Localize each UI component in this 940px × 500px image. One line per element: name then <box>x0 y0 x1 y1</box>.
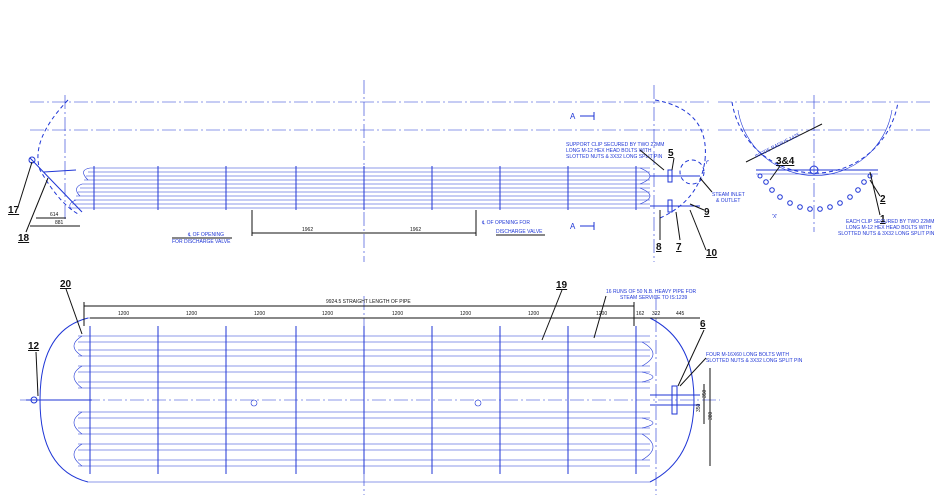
discharge-rod-left <box>29 157 83 213</box>
balloon-9: 9 <box>704 207 710 218</box>
note-opening-right-2: DISCHARGE VALVE <box>496 229 543 235</box>
vessel-right-head <box>654 99 706 219</box>
opening-marker-left <box>250 399 258 407</box>
note-opening-left-2: FOR DISCHARGE VALVE <box>172 239 231 245</box>
rod-brace <box>43 169 77 173</box>
note-support-clip-1: SUPPORT CLIP SECURED BY TWO 22MM <box>566 142 664 148</box>
dim-span-1: 1200 <box>118 311 129 317</box>
note-steam-inlet-2: & OUTLET <box>716 198 740 204</box>
vessel-left-head <box>37 99 81 216</box>
note-opening-right-1: ℄ OF OPENING FOR <box>481 220 530 226</box>
detail-circle-y <box>679 159 705 185</box>
dim-350-a: 350 <box>702 389 708 398</box>
balloon-18: 18 <box>18 233 30 244</box>
outlet-flange <box>667 199 673 213</box>
dim-span-2: 1200 <box>186 311 197 317</box>
balloon-20: 20 <box>60 279 72 290</box>
dim-614: 614 <box>50 212 59 218</box>
balloon-17: 17 <box>8 205 20 216</box>
inlet-flange <box>667 169 673 183</box>
section-view-a-a: INSIDE RADIUS 1425 3&4 2 1 EACH CLIP SEC… <box>718 95 935 237</box>
balloon-10: 10 <box>706 248 718 259</box>
view-label-y: 'Y' <box>704 160 709 166</box>
note-long-bolts-1: FOUR M-16X60 LONG BOLTS WITH <box>706 352 789 358</box>
balloon-12: 12 <box>28 341 40 352</box>
top-elevation-view: A A 614 881 1962 1962 ℄ OF OPENING FOR D… <box>8 80 745 262</box>
dim-881: 881 <box>55 220 64 226</box>
section-mark-bottom-label: A <box>570 222 576 231</box>
balloon-1: 1 <box>880 214 886 225</box>
balloon-5: 5 <box>668 148 674 159</box>
note-runs-2: STEAM SERVICE TO IS:1239 <box>620 295 687 301</box>
dim-162: 162 <box>636 311 645 317</box>
dim-322: 322 <box>652 311 661 317</box>
plan-flange <box>671 385 678 415</box>
balloon-6: 6 <box>700 319 706 330</box>
balloon-8: 8 <box>656 242 662 253</box>
note-long-bolts-2: SLOTTED NUTS & 3X32 LONG SPLIT PIN <box>706 358 803 364</box>
dim-span-5: 1200 <box>392 311 403 317</box>
balloon-19: 19 <box>556 280 568 291</box>
inside-radius-leader <box>745 123 823 163</box>
dim-1962-a: 1962 <box>302 227 313 233</box>
plan-supports <box>89 326 637 474</box>
view-label-x: 'X' <box>772 214 777 220</box>
dim-span-8: 1200 <box>596 311 607 317</box>
note-each-clip-3: SLOTTED NUTS & 3X32 LONG SPLIT PIN <box>838 231 935 237</box>
balloon-3-4: 3&4 <box>776 156 795 167</box>
dim-350-b: 350 <box>696 403 702 412</box>
dim-span-4: 1200 <box>322 311 333 317</box>
dim-1962-b: 1962 <box>410 227 421 233</box>
note-runs-1: 16 RUNS OF 50 N.B. HEAVY PIPE FOR <box>606 289 697 295</box>
dim-span-6: 1200 <box>460 311 471 317</box>
note-each-clip-1: EACH CLIP SECURED BY TWO 22MM <box>846 219 934 225</box>
pipe-bundle-elevation <box>69 166 651 211</box>
dim-380: 380 <box>708 411 714 420</box>
section-vessel-arc <box>731 101 899 174</box>
note-opening-left-1: ℄ OF OPENING <box>187 232 224 238</box>
balloon-2: 2 <box>880 194 886 205</box>
note-steam-inlet-1: STEAM INLET <box>712 192 745 198</box>
balloon-7: 7 <box>676 242 682 253</box>
plan-shell-right <box>649 317 695 483</box>
dim-445: 445 <box>676 311 685 317</box>
note-each-clip-2: LONG M-12 HEX HEAD BOLTS WITH <box>846 225 932 231</box>
bottom-plan-view: 9924.5 STRAIGHT LENGTH OF PIPE 1200 1200… <box>20 279 803 495</box>
section-pipe-circles <box>757 173 873 212</box>
dim-straight-length: 9924.5 STRAIGHT LENGTH OF PIPE <box>326 299 411 305</box>
section-mark-top-label: A <box>570 112 576 121</box>
note-support-clip-3: SLOTTED NUTS & 3X32 LONG SPLIT PIN <box>566 154 663 160</box>
note-support-clip-2: LONG M-12 HEX HEAD BOLTS WITH <box>566 148 652 154</box>
dim-span-3: 1200 <box>254 311 265 317</box>
dim-span-7: 1200 <box>528 311 539 317</box>
opening-marker-right <box>474 399 482 407</box>
